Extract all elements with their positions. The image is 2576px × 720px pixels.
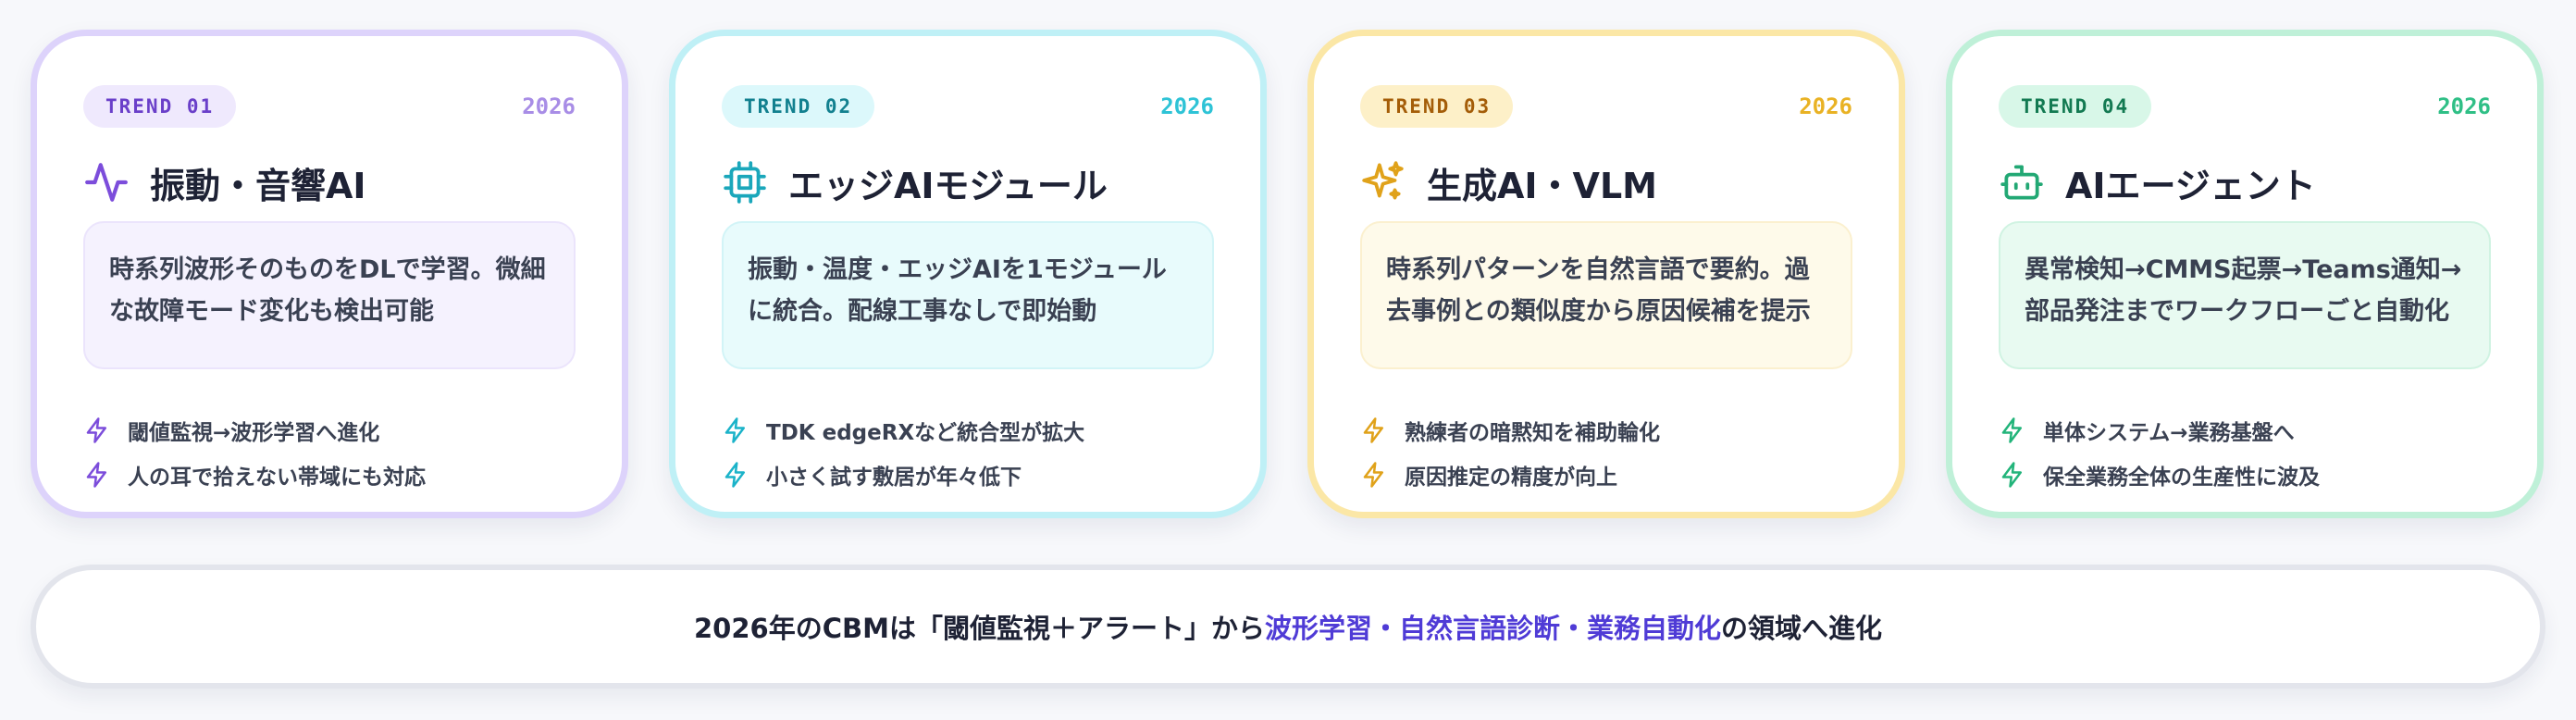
- card-header: TREND 04 2026: [1999, 85, 2491, 128]
- description-box: 時系列波形そのものをDLで学習。微細 な故障モード変化も検出可能: [83, 221, 576, 369]
- card-title-row: AIエージェント: [1999, 155, 2500, 210]
- trend-tag: TREND 04: [1999, 85, 2152, 128]
- description-line: 時系列パターンを自然言語で要約。過: [1386, 255, 1810, 284]
- card-title: 振動・音響AI: [150, 165, 366, 206]
- year-label: 2026: [1799, 93, 1852, 119]
- card-title: AIエージェント: [2065, 165, 2316, 206]
- trend-card-02: TREND 02 2026 エッジAIモジュール 振動・温度: [669, 30, 1267, 518]
- card-header: TREND 01 2026: [83, 85, 576, 128]
- trend-tag: TREND 03: [1360, 85, 1514, 128]
- list-item: TDK edgeRXなど統合型が拡大: [722, 408, 1232, 453]
- card-header: TREND 03 2026: [1360, 85, 1852, 128]
- description-line: 去事例との類似度から原因候補を提示: [1386, 297, 1811, 326]
- list-item: 原因推定の精度が向上: [1360, 453, 1871, 497]
- description-line: 異常検知→CMMS起票→Teams通知→: [2025, 255, 2462, 284]
- trend-tag: TREND 02: [722, 85, 875, 128]
- list-item: 保全業務全体の生産性に波及: [1999, 453, 2509, 497]
- description-line: な故障モード変化も検出可能: [109, 297, 434, 326]
- list-item: 人の耳で拾えない帯域にも対応: [83, 453, 594, 497]
- trend-cards: TREND 01 2026 振動・音響AI 時系列波形そのものをDLで学習。微細…: [31, 30, 2544, 518]
- bullet-list: 熟練者の暗黙知を補助輪化 原因推定の精度が向上: [1360, 408, 1871, 497]
- bullet-text: 人の耳で拾えない帯域にも対応: [128, 466, 426, 490]
- summary-suffix: の領域へ進化: [1720, 613, 1882, 644]
- summary-banner: 2026年のCBMは「閾値監視＋アラート」から波形学習・自然言語診断・業務自動化…: [31, 565, 2545, 689]
- bullet-text: 保全業務全体の生産性に波及: [2043, 466, 2320, 490]
- lightning-icon: [722, 416, 749, 444]
- card-title-row: 振動・音響AI: [83, 155, 585, 210]
- lightning-icon: [1360, 461, 1388, 489]
- summary-prefix: 2026年のCBMは「閾値監視＋アラート」から: [694, 613, 1265, 644]
- bullet-text: 閾値監視→波形学習へ進化: [128, 421, 380, 445]
- card-title: エッジAIモジュール: [788, 165, 1108, 206]
- lightning-icon: [722, 461, 749, 489]
- sparkles-icon: [1360, 159, 1406, 205]
- list-item: 閾値監視→波形学習へ進化: [83, 408, 594, 453]
- card-title-row: 生成AI・VLM: [1360, 155, 1862, 210]
- year-label: 2026: [522, 93, 576, 119]
- lightning-icon: [1360, 416, 1388, 444]
- list-item: 単体システム→業務基盤へ: [1999, 408, 2509, 453]
- bullet-text: 原因推定の精度が向上: [1405, 466, 1617, 490]
- description-line: 振動・温度・エッジAIを1モジュール: [748, 255, 1167, 284]
- bullet-list: 閾値監視→波形学習へ進化 人の耳で拾えない帯域にも対応: [83, 408, 594, 497]
- description-line: 部品発注までワークフローごと自動化: [2025, 297, 2449, 326]
- bullet-text: 単体システム→業務基盤へ: [2043, 421, 2295, 445]
- trend-card-04: TREND 04 2026 AIエージェント: [1946, 30, 2544, 518]
- chip-icon: [722, 159, 768, 205]
- bullet-text: 熟練者の暗黙知を補助輪化: [1405, 421, 1660, 445]
- card-title: 生成AI・VLM: [1427, 165, 1657, 206]
- list-item: 熟練者の暗黙知を補助輪化: [1360, 408, 1871, 453]
- bullet-list: TDK edgeRXなど統合型が拡大 小さく試す敷居が年々低下: [722, 408, 1232, 497]
- year-label: 2026: [1160, 93, 1214, 119]
- card-title-row: エッジAIモジュール: [722, 155, 1223, 210]
- robot-icon: [1999, 159, 2045, 205]
- year-label: 2026: [2437, 93, 2491, 119]
- description-box: 時系列パターンを自然言語で要約。過 去事例との類似度から原因候補を提示: [1360, 221, 1852, 369]
- description-line: 時系列波形そのものをDLで学習。微細: [109, 255, 546, 284]
- lightning-icon: [83, 416, 111, 444]
- activity-wave-icon: [83, 159, 130, 205]
- lightning-icon: [1999, 416, 2026, 444]
- list-item: 小さく試す敷居が年々低下: [722, 453, 1232, 497]
- bullet-list: 単体システム→業務基盤へ 保全業務全体の生産性に波及: [1999, 408, 2509, 497]
- description-box: 振動・温度・エッジAIを1モジュール に統合。配線工事なしで即始動: [722, 221, 1214, 369]
- trend-card-03: TREND 03 2026 生成AI・VLM 時系列パターンを自然言語で要約。過…: [1307, 30, 1905, 518]
- bullet-text: TDK edgeRXなど統合型が拡大: [766, 421, 1085, 445]
- trend-tag: TREND 01: [83, 85, 237, 128]
- trend-card-01: TREND 01 2026 振動・音響AI 時系列波形そのものをDLで学習。微細…: [31, 30, 628, 518]
- bullet-text: 小さく試す敷居が年々低下: [766, 466, 1022, 490]
- description-line: に統合。配線工事なしで即始動: [748, 297, 1097, 326]
- lightning-icon: [1999, 461, 2026, 489]
- card-header: TREND 02 2026: [722, 85, 1214, 128]
- lightning-icon: [83, 461, 111, 489]
- summary-highlight: 波形学習・自然言語診断・業務自動化: [1264, 613, 1721, 644]
- description-box: 異常検知→CMMS起票→Teams通知→ 部品発注までワークフローごと自動化: [1999, 221, 2491, 369]
